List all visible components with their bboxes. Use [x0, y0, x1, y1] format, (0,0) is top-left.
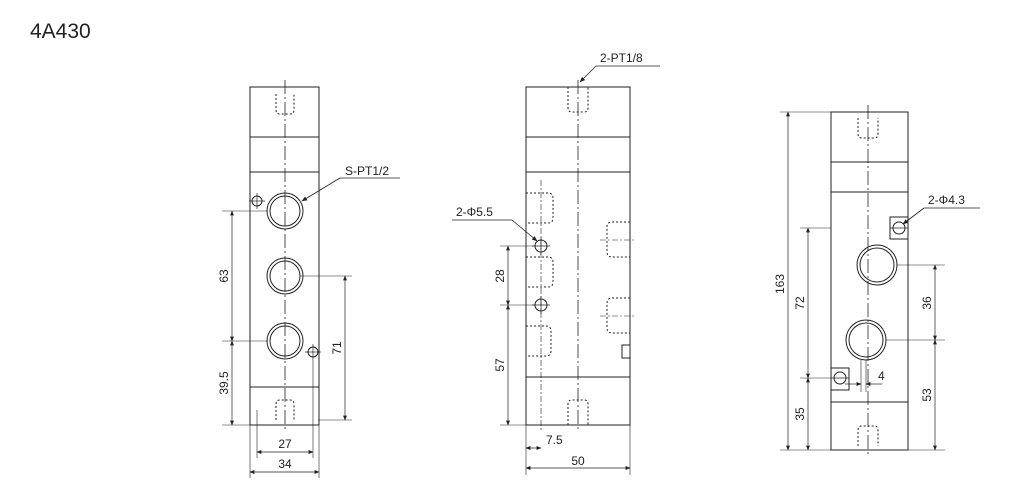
right-body-outline — [830, 111, 909, 451]
dim-27: 27 — [278, 437, 292, 451]
callout-s-pt1-2: S-PT1/2 — [345, 164, 389, 178]
mount-boss — [830, 367, 850, 391]
side-tab — [621, 344, 631, 359]
dim-39-5: 39.5 — [217, 371, 231, 395]
dim-35: 35 — [793, 407, 807, 421]
dim-63: 63 — [217, 269, 231, 283]
model-title: 4A430 — [30, 20, 91, 43]
middle-view — [452, 65, 660, 475]
hidden-port — [526, 325, 552, 357]
hidden-port — [606, 297, 630, 334]
hidden-port — [526, 256, 554, 288]
right-view — [780, 105, 980, 455]
callout-2-phi-4-3: 2-Φ4.3 — [928, 193, 965, 207]
dim-7-5: 7.5 — [546, 433, 563, 447]
dim-72: 72 — [793, 296, 807, 310]
port-circle-inner — [269, 195, 301, 227]
callout-2-pt1-8: 2-PT1/8 — [600, 51, 643, 65]
port-circle-inner — [269, 325, 301, 357]
port-circle — [856, 244, 898, 286]
dim-34: 34 — [278, 457, 292, 471]
port-circle-inner — [848, 322, 884, 358]
middle-top-thread-hidden — [567, 87, 589, 113]
dim-71: 71 — [330, 341, 344, 355]
middle-bottom-thread-hidden — [567, 399, 589, 425]
left-bottom-thread-hidden — [275, 399, 295, 420]
hidden-port — [606, 221, 630, 258]
dim-28: 28 — [493, 269, 507, 283]
dim-50: 50 — [571, 454, 585, 468]
dim-163: 163 — [773, 274, 787, 294]
dim-4: 4 — [878, 369, 885, 383]
dim-57: 57 — [493, 358, 507, 372]
callout-2-phi-5-5: 2-Φ5.5 — [456, 205, 493, 219]
hidden-port — [526, 192, 554, 224]
right-top-thread-hidden — [857, 118, 879, 139]
port-circle — [845, 319, 887, 361]
dim-36: 36 — [920, 296, 934, 310]
left-top-thread-hidden — [275, 94, 295, 115]
dim-53: 53 — [920, 388, 934, 402]
right-bottom-thread-hidden — [857, 425, 879, 446]
port-circle-inner — [859, 247, 895, 283]
left-body-outline — [249, 86, 320, 426]
left-view — [222, 80, 400, 478]
